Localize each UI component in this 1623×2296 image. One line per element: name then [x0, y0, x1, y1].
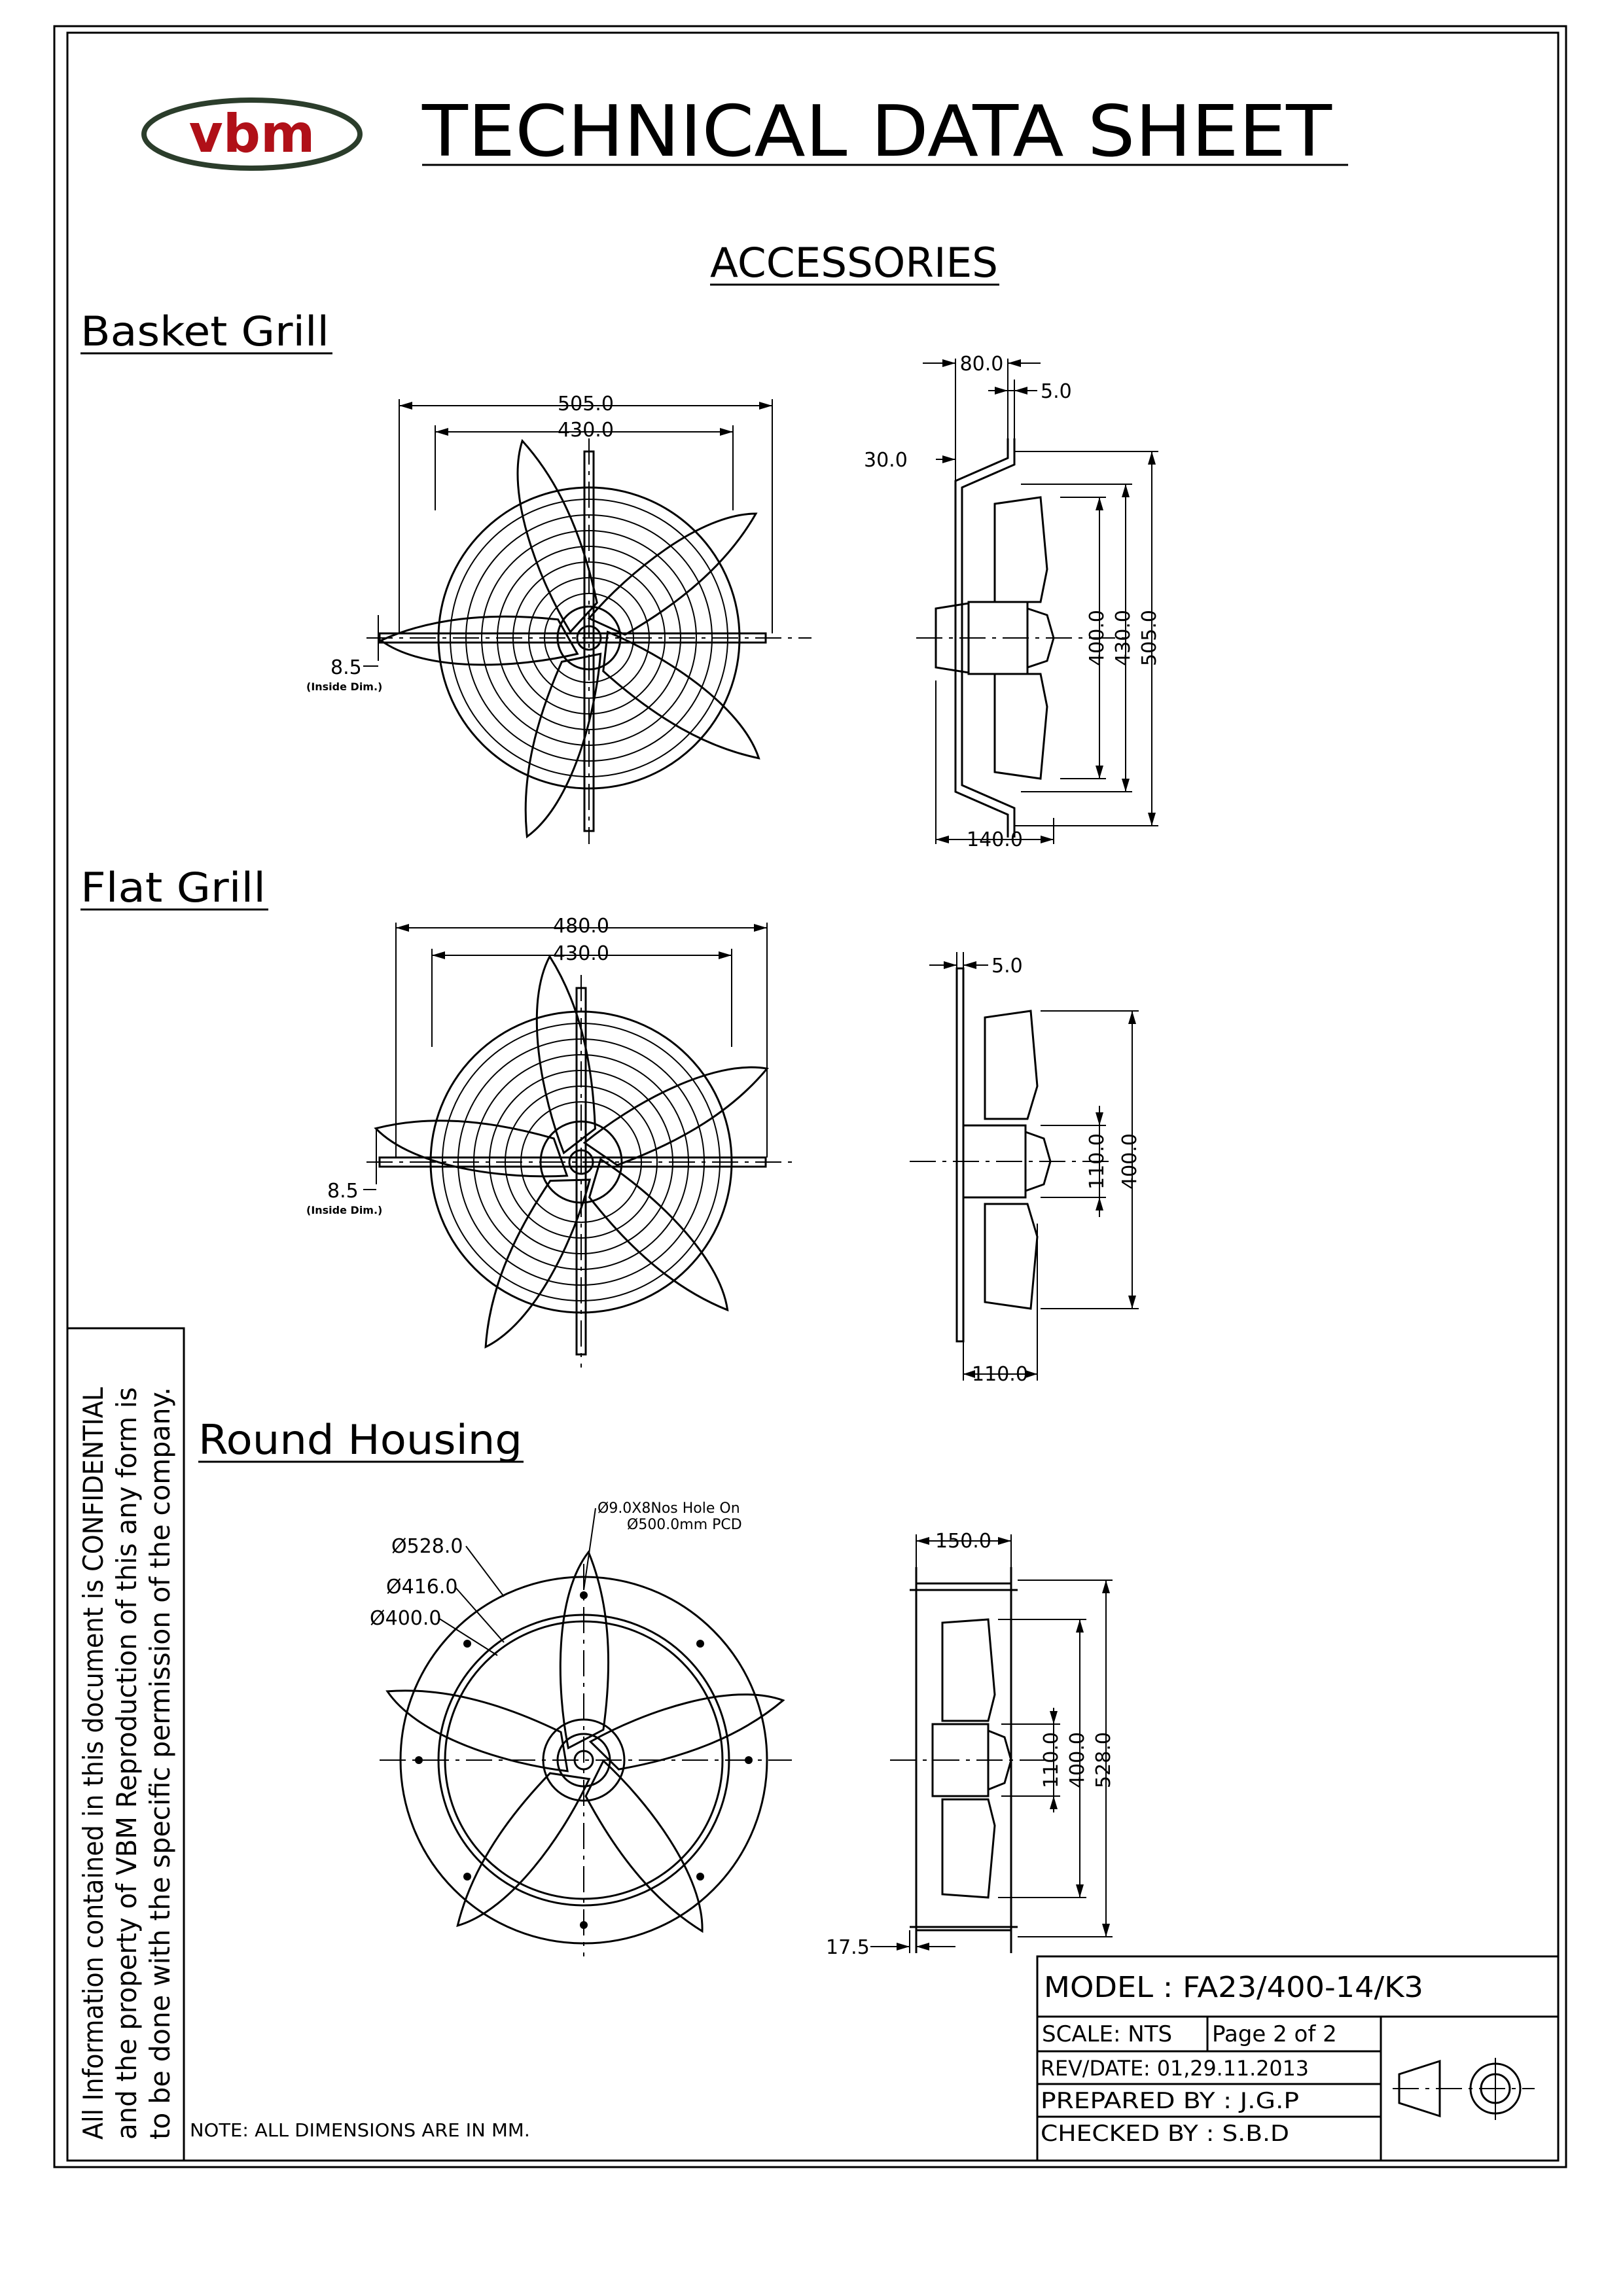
round-side-flange: 17.5 — [826, 1936, 870, 1959]
flat-grill-side-dimensions: 5.0 110.0 400.0 110.0 — [929, 952, 1141, 1386]
round-side-width: 150.0 — [935, 1530, 991, 1553]
basket-front-inner-dim: 430.0 — [558, 419, 614, 442]
basket-side-top-width: 80.0 — [960, 353, 1004, 376]
basket-side-h2: 430.0 — [1112, 610, 1135, 666]
flat-grill-front-dimensions: 480.0 430.0 8.5 (Inside Dim.) — [306, 915, 768, 1216]
scale-label: SCALE: NTS — [1042, 2021, 1172, 2047]
round-housing-front-dimensions: Ø9.0X8Nos Hole On Ø500.0mm PCD Ø528.0 Ø4… — [370, 1500, 742, 1656]
outer-frame — [53, 25, 1567, 2168]
basket-front-slot-note: (Inside Dim.) — [306, 680, 382, 693]
section-subtitle: ACCESSORIES — [710, 239, 998, 287]
rev-date-label: REV/DATE: 01,29.11.2013 — [1041, 2056, 1309, 2081]
title-block: MODEL : FA23/400-14/K3 SCALE: NTS Page 2… — [1036, 1955, 1560, 2162]
round-side-hub: 110.0 — [1040, 1732, 1063, 1788]
basket-side-h3: 505.0 — [1138, 610, 1161, 666]
vbm-logo: vbm — [141, 97, 363, 171]
basket-grill-side-view — [916, 438, 1126, 838]
flat-front-slot-note: (Inside Dim.) — [306, 1204, 382, 1216]
flat-front-inner-dim: 430.0 — [553, 942, 609, 965]
checked-by-label: CHECKED BY : S.B.D — [1041, 2121, 1289, 2147]
round-side-h2: 528.0 — [1092, 1732, 1115, 1788]
round-front-d3: Ø400.0 — [370, 1607, 442, 1630]
logo-text: vbm — [189, 103, 315, 164]
round-front-d1: Ø528.0 — [391, 1535, 463, 1558]
flat-grill-side-view — [910, 967, 1113, 1343]
basket-grill-side-dimensions: 80.0 5.0 30.0 400.0 430.0 505.0 140.0 — [864, 353, 1161, 851]
round-housing-side-dimensions: 150.0 110.0 400.0 528.0 17.5 — [826, 1530, 1115, 1959]
flat-side-depth: 110.0 — [972, 1363, 1028, 1386]
confidential-line-2: and the property of VBM Reproduction of … — [111, 1387, 143, 2140]
basket-side-offset: 30.0 — [864, 449, 908, 472]
round-housing-side-view — [890, 1567, 1054, 1953]
basket-side-depth: 140.0 — [967, 828, 1023, 851]
flat-side-lip: 5.0 — [991, 955, 1023, 978]
round-side-h1: 400.0 — [1066, 1732, 1089, 1788]
flat-side-h: 400.0 — [1118, 1133, 1141, 1190]
flat-grill-heading: Flat Grill — [80, 864, 266, 911]
round-front-d2: Ø416.0 — [386, 1576, 458, 1598]
flat-front-outer-dim: 480.0 — [553, 915, 609, 938]
basket-side-lip: 5.0 — [1041, 380, 1072, 403]
dimensions-note: NOTE: ALL DIMENSIONS ARE IN MM. — [190, 2119, 530, 2141]
basket-side-h1: 400.0 — [1086, 610, 1109, 666]
basket-grill-front-dimensions: 505.0 430.0 8.5 (Inside Dim.) — [306, 393, 773, 693]
projection-symbol-icon — [1393, 2058, 1535, 2120]
round-housing-heading: Round Housing — [198, 1416, 522, 1464]
flat-front-slot-dim: 8.5 — [327, 1180, 359, 1203]
round-housing-front-view — [380, 1551, 792, 1956]
prepared-by-label: PREPARED BY : J.G.P — [1041, 2088, 1299, 2114]
basket-front-slot-dim: 8.5 — [330, 656, 362, 679]
model-label: MODEL : FA23/400-14/K3 — [1044, 1971, 1423, 2004]
page-label: Page 2 of 2 — [1212, 2021, 1337, 2047]
round-hole-note-2: Ø500.0mm PCD — [627, 1517, 742, 1533]
flat-grill-front-view — [366, 955, 798, 1368]
basket-grill-front-view — [366, 438, 812, 844]
basket-grill-heading: Basket Grill — [80, 308, 329, 355]
round-hole-note-1: Ø9.0X8Nos Hole On — [597, 1500, 740, 1517]
confidential-line-3: to be done with the specific permission … — [144, 1387, 176, 2140]
confidential-line-1: All Information contained in this docume… — [77, 1386, 109, 2140]
inner-frame — [66, 31, 1560, 2162]
page-title: TECHNICAL DATA SHEET — [421, 91, 1332, 173]
flat-side-hub: 110.0 — [1086, 1133, 1109, 1190]
basket-front-outer-dim: 505.0 — [558, 393, 614, 415]
